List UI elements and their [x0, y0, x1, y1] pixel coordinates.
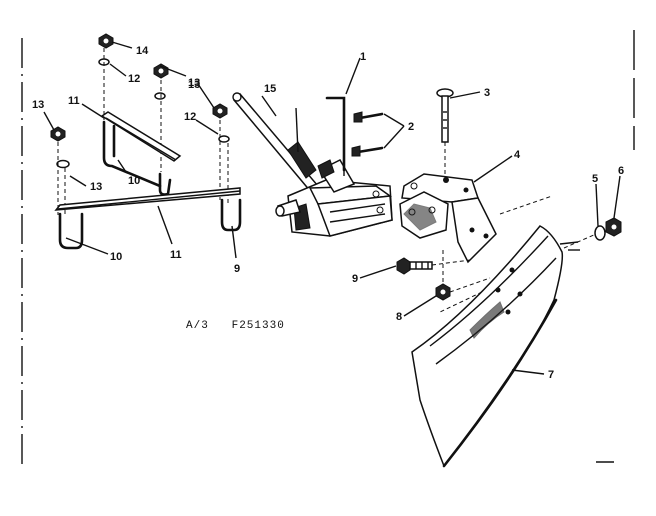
bracket-4: [399, 173, 497, 264]
callout-label: 13: [188, 79, 200, 91]
u-bolt-10-right: [220, 198, 242, 232]
washer-5: [594, 225, 606, 241]
hex-bolt-9: [396, 257, 471, 275]
callout-labels: 14 12 13 13 11 13 12 13 10 10 11 9 15 1 …: [32, 45, 624, 381]
washer-12-d: [218, 135, 230, 143]
nut-13-d: [212, 103, 228, 119]
callout-label: 9: [234, 263, 240, 275]
callout-label: 12: [184, 111, 196, 123]
carriage-bolt-3: [436, 88, 454, 174]
callout-label: 9: [352, 273, 358, 285]
callout-label: 11: [170, 249, 182, 261]
callout-label: 13: [32, 99, 44, 111]
callout-label: 10: [110, 251, 122, 263]
callout-label: 14: [136, 45, 149, 57]
diagram-caption: A/3 F251330: [186, 320, 285, 332]
callout-label: 12: [128, 73, 140, 85]
callout-label: 3: [484, 87, 490, 99]
blade-7: [411, 225, 580, 468]
callout-label: 8: [396, 311, 402, 323]
callout-label: 11: [68, 95, 80, 107]
nut-6: [605, 217, 622, 237]
strap-11-short: [100, 111, 182, 162]
rod-1: [325, 96, 346, 176]
mounting-frame-group: [232, 92, 393, 237]
callout-label: 13: [188, 77, 200, 89]
callout-label: 5: [592, 173, 598, 185]
callout-label: 15: [264, 83, 276, 95]
strap-11-long: [54, 187, 241, 211]
leader-lines: [43, 41, 621, 375]
callout-label: 6: [618, 165, 624, 177]
washer-12-c: [56, 159, 70, 169]
left-hardware-group: [50, 33, 242, 250]
lift-rod-14: [232, 92, 320, 194]
washer-12-b: [154, 92, 166, 100]
nut-13-c: [50, 126, 66, 142]
nut-13-a: [98, 33, 114, 49]
callout-label: 1: [360, 51, 366, 63]
u-bolt-10-upper: [102, 120, 172, 196]
mounting-frame: [275, 159, 393, 237]
border-marks: [21, 30, 635, 470]
callout-label: 2: [408, 121, 414, 133]
bolts-2: [351, 111, 384, 157]
callout-label: 7: [548, 369, 554, 381]
callout-label: 13: [90, 181, 102, 193]
callout-label: 4: [514, 149, 521, 161]
callout-label: 10: [128, 175, 140, 187]
nut-8: [435, 250, 491, 301]
